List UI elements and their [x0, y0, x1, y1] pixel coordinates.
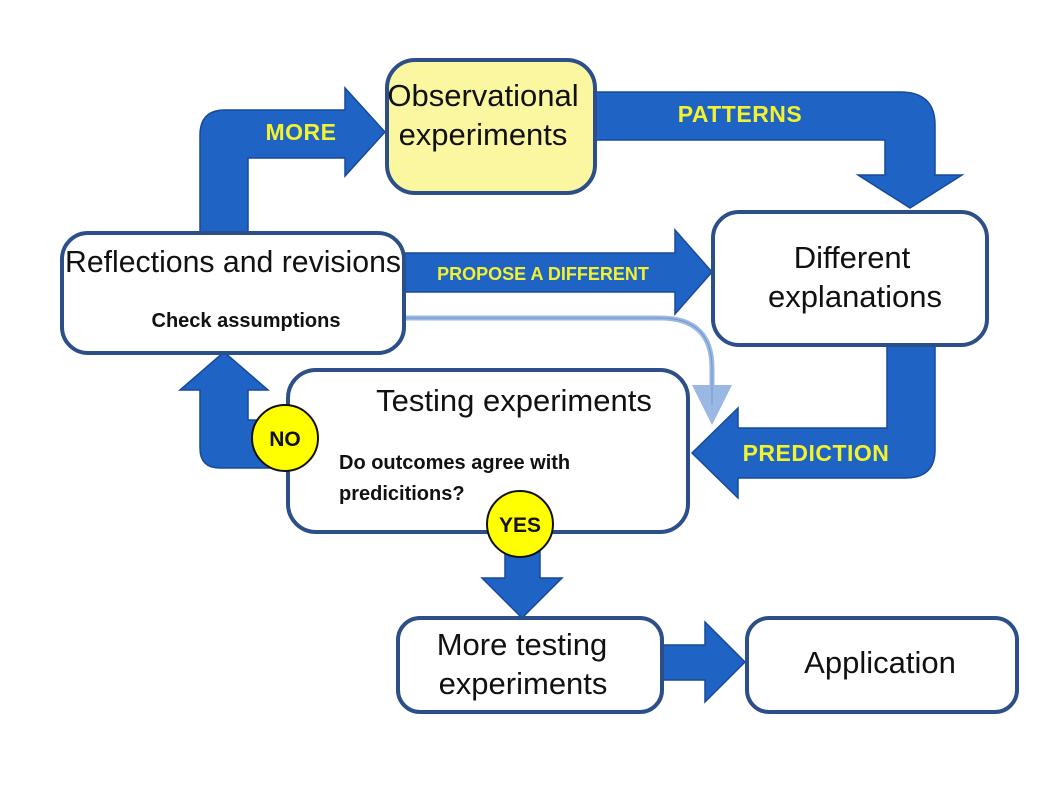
prediction-arrow [690, 344, 936, 500]
no-badge-text: NO [269, 428, 301, 451]
reflections-subtitle: Check assumptions [152, 310, 341, 332]
application-box [745, 616, 1019, 714]
prediction-label: PREDICTION [743, 440, 890, 466]
more-testing-line1: More testing [437, 627, 608, 662]
testing-question-line2: predicitions? [339, 483, 465, 505]
yes-badge [486, 490, 554, 558]
reflections-box [60, 231, 406, 355]
assumptions-thin-arrow-outline [405, 317, 713, 405]
explanations-line2: explanations [768, 279, 942, 314]
patterns-label: PATTERNS [678, 101, 803, 127]
propose-label: PROPOSE A DIFFERENT [437, 264, 649, 284]
no-badge [251, 404, 319, 472]
application-arrow [662, 620, 747, 704]
observational-line2: experiments [399, 117, 568, 152]
explanations-line1: Different [794, 240, 911, 275]
propose-arrow [404, 228, 713, 316]
explanations-box [711, 210, 989, 347]
reflections-title: Reflections and revisions [65, 244, 401, 279]
observational-line1: Observational [387, 78, 578, 113]
more-testing-box [396, 616, 664, 714]
more-arrow [199, 86, 387, 239]
patterns-arrow [589, 91, 965, 209]
testing-title: Testing experiments [376, 383, 652, 418]
more-testing-line2: experiments [439, 666, 608, 701]
observational-box [385, 58, 597, 195]
more-label: MORE [266, 119, 337, 145]
yes-badge-text: YES [499, 514, 541, 537]
application-label: Application [804, 645, 956, 680]
testing-question-line1: Do outcomes agree with [339, 452, 570, 474]
